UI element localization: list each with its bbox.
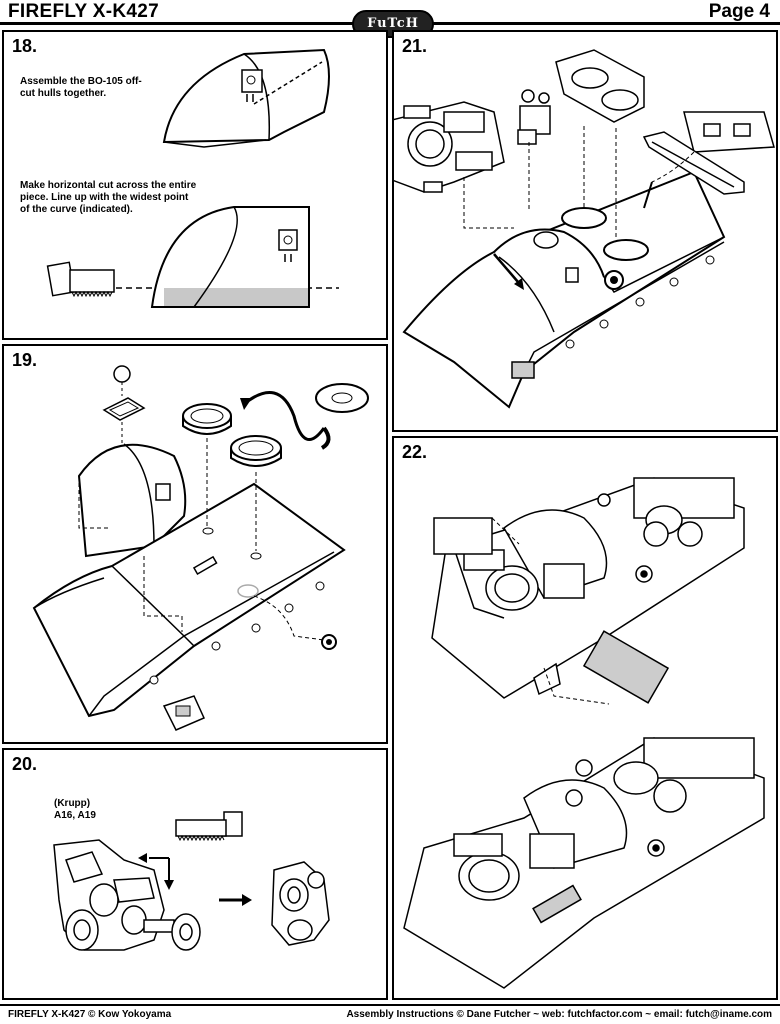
page-header: FIREFLY X-K427 FuTcH Page 4 — [0, 0, 780, 38]
step-instruction: Assemble the BO-105 off-cut hulls togeth… — [20, 76, 142, 99]
step-number: 19. — [12, 350, 38, 370]
step-instruction: Make horizontal cut across the entire pi… — [20, 180, 197, 215]
step-number: 22. — [402, 442, 428, 462]
razor-saw-icon — [175, 811, 243, 842]
step-18-panel: 18. Assemble the BO-105 off-cut hulls to… — [2, 30, 388, 340]
step-22-panel: 22. — [392, 436, 778, 1000]
part-numbers-label: A16, A19 — [54, 810, 96, 821]
step-20-illustration — [53, 811, 330, 951]
step-19-panel: 19. — [2, 344, 388, 744]
step-20-panel: 20. (Krupp) A16, A19 — [2, 748, 388, 1000]
step-21-panel: 21. — [392, 30, 778, 432]
footer-copyright: FIREFLY X-K427 © Kow Yokoyama — [8, 1009, 172, 1020]
page-footer: FIREFLY X-K427 © Kow Yokoyama Assembly I… — [0, 1004, 780, 1024]
footer-rule — [0, 1004, 780, 1006]
step-21-illustration — [394, 49, 775, 409]
step-18-illustration — [46, 48, 339, 308]
step-number: 18. — [12, 36, 38, 56]
step-number: 21. — [402, 36, 428, 56]
step-22-illustration — [403, 477, 765, 989]
razor-saw-icon — [46, 261, 115, 298]
step-19-illustration — [32, 365, 369, 731]
footer-credits: Assembly Instructions © Dane Futcher ~ w… — [346, 1009, 772, 1020]
document-title: FIREFLY X-K427 — [8, 1, 159, 22]
part-maker-label: (Krupp) — [54, 798, 91, 809]
step-number: 20. — [12, 754, 38, 774]
page-number: Page 4 — [708, 1, 770, 22]
